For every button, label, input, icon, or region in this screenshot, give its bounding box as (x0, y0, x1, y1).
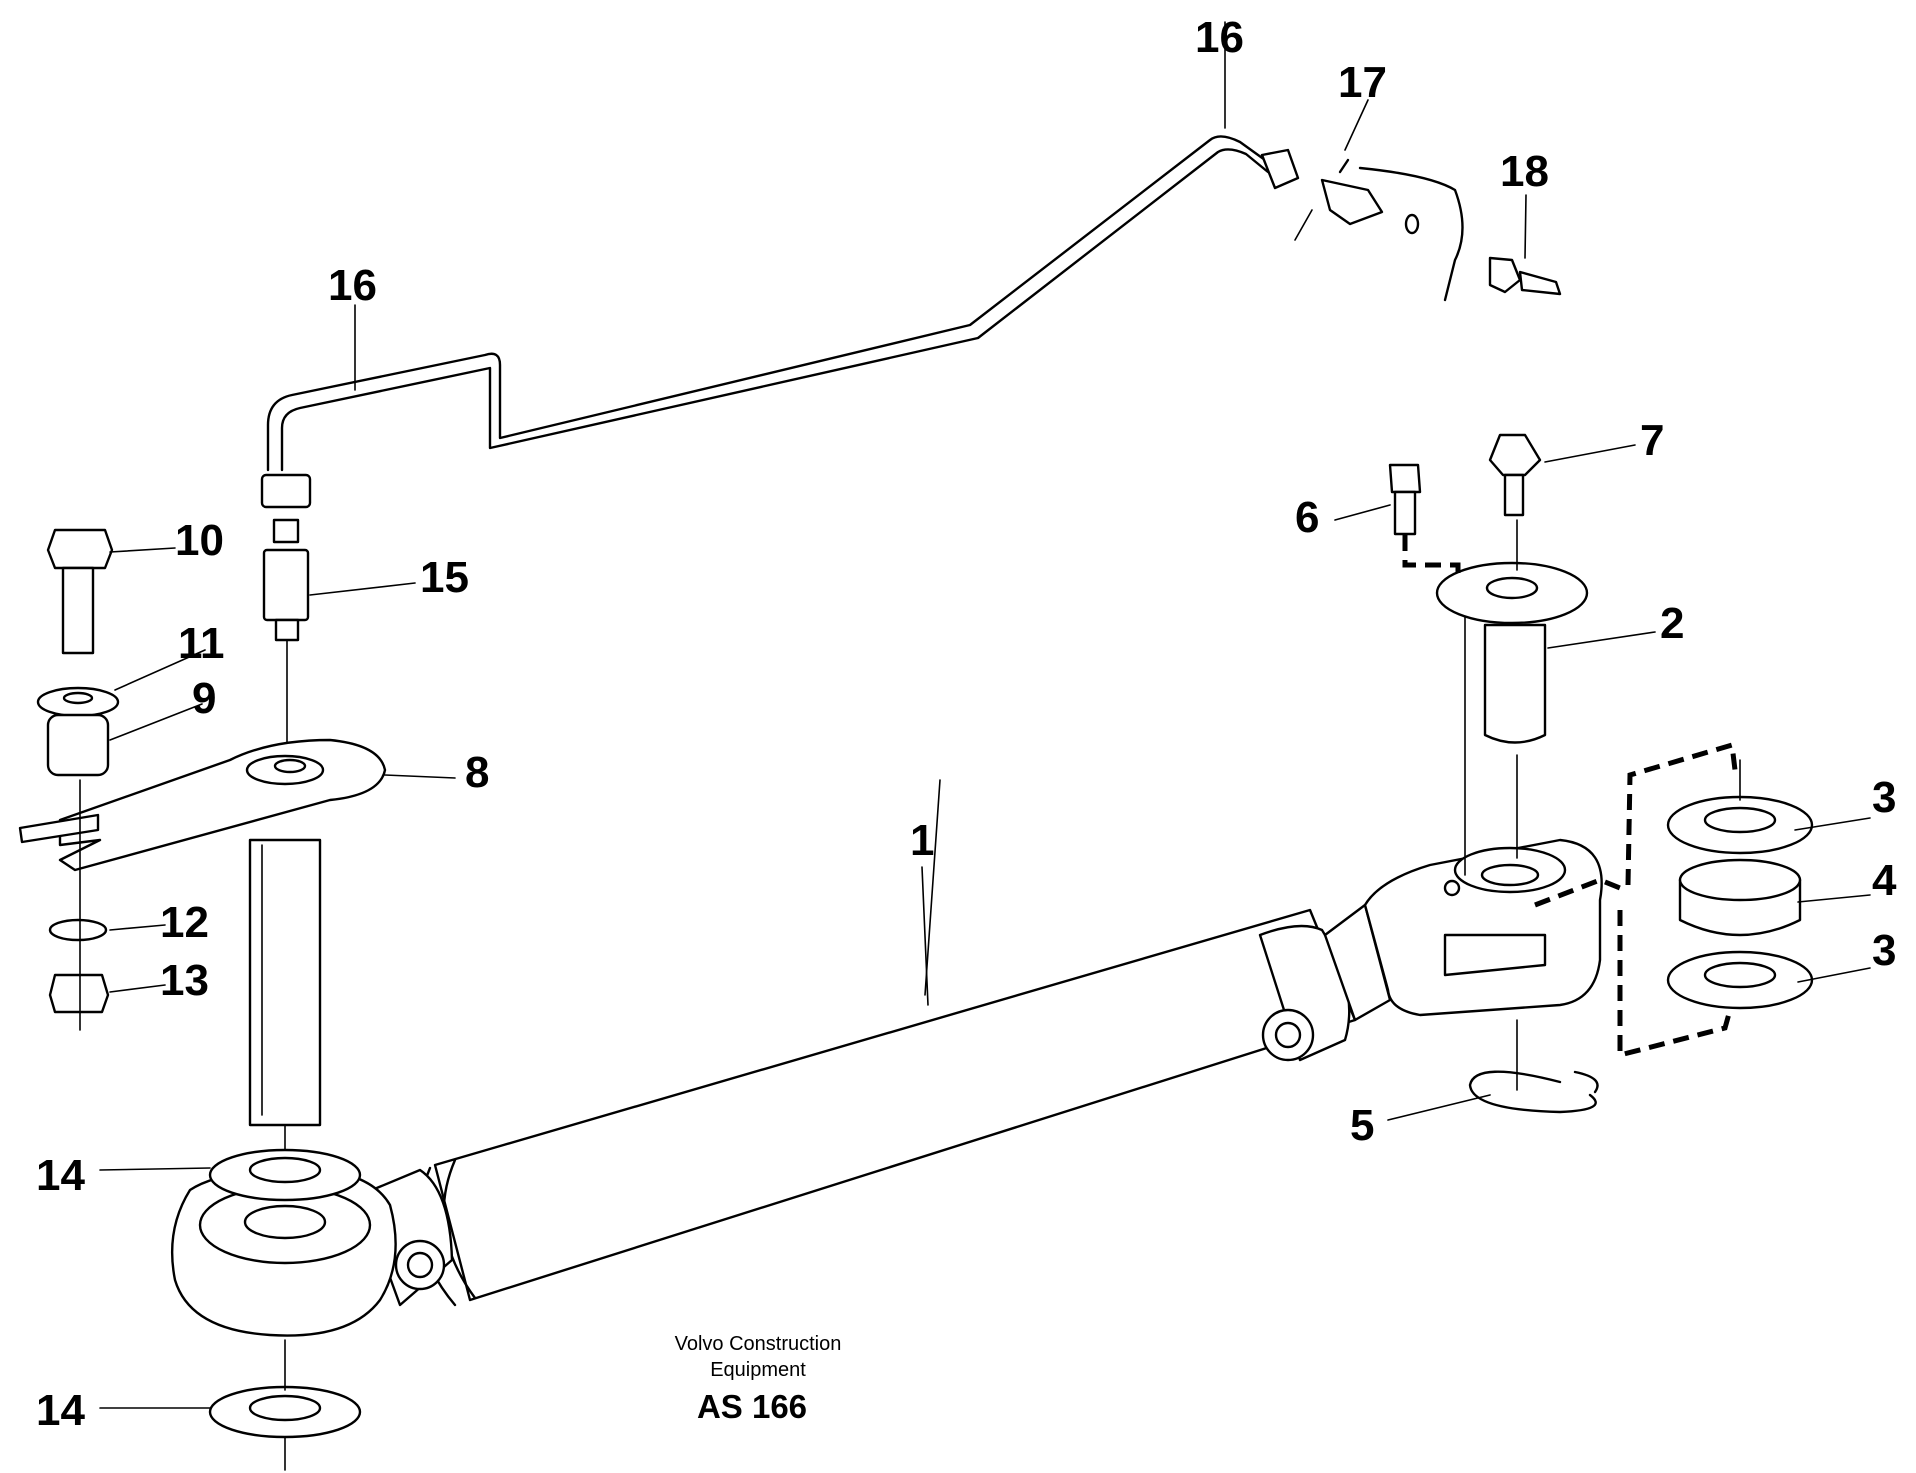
callout-12: 12 (160, 898, 209, 947)
caption-line-2: Equipment (710, 1359, 806, 1381)
callout-4: 4 (1872, 856, 1897, 905)
callout-2: 2 (1660, 599, 1684, 648)
lubrication-pipe (266, 21, 1270, 472)
lever-plate (18, 738, 387, 1166)
union-connector (260, 473, 312, 756)
callout-14-lower: 14 (36, 1386, 85, 1435)
callout-18: 18 (1500, 147, 1549, 196)
circlip (1468, 1070, 1599, 1114)
callout-9: 9 (192, 674, 216, 723)
callout-5: 5 (1350, 1101, 1374, 1150)
callout-8: 8 (465, 748, 489, 797)
callout-16-lower: 16 (328, 261, 377, 310)
rod-eye-bearing (170, 1166, 454, 1337)
callout-14-upper: 14 (36, 1151, 85, 1200)
hydraulic-cylinder (418, 614, 1603, 1307)
callout-6: 6 (1295, 493, 1319, 542)
callout-3-upper: 3 (1872, 773, 1896, 822)
callout-3-lower: 3 (1872, 926, 1896, 975)
caption-line-1: Volvo Construction (675, 1333, 842, 1355)
callout-15: 15 (420, 553, 469, 602)
washers-14 (208, 1148, 362, 1471)
callout-17: 17 (1338, 58, 1387, 107)
callout-11: 11 (178, 619, 225, 668)
callout-1: 1 (910, 816, 934, 865)
callout-7: 7 (1640, 416, 1664, 465)
grease-nipples-top (1260, 148, 1562, 302)
callout-16-upper: 16 (1195, 13, 1244, 62)
cap-and-fittings (1388, 433, 1589, 744)
bolt-washer-nut-set (36, 528, 120, 1031)
callout-10: 10 (175, 516, 224, 565)
drawing-code: AS 166 (697, 1388, 807, 1425)
callout-13: 13 (160, 956, 209, 1005)
bearing-set (1534, 741, 1814, 1059)
leader-lines (99, 99, 1871, 1409)
